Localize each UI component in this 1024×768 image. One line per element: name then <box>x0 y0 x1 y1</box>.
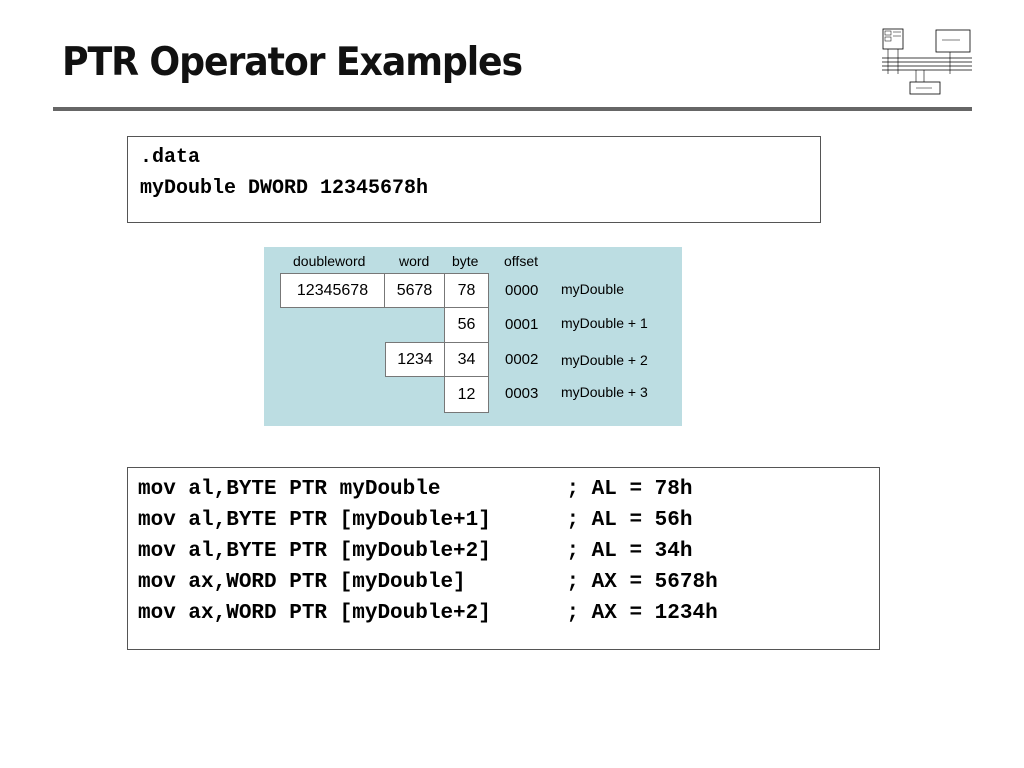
code-line: mov al,BYTE PTR [myDouble+2] ; AL = 34h <box>138 540 693 563</box>
data-declaration-box: .data myDouble DWORD 12345678h <box>127 136 821 223</box>
word-cell-low: 5678 <box>384 273 445 308</box>
code-line: myDouble DWORD 12345678h <box>140 177 429 200</box>
byte-cell: 78 <box>444 273 489 308</box>
word-header: word <box>399 253 430 269</box>
byte-cell: 12 <box>444 376 489 413</box>
code-line: mov ax,WORD PTR [myDouble+2] ; AX = 1234… <box>138 602 718 625</box>
word-cell-high: 1234 <box>385 342 445 377</box>
address-label: myDouble + 2 <box>561 352 648 368</box>
doubleword-header: doubleword <box>293 253 366 269</box>
offset-header: offset <box>504 253 538 269</box>
byte-header: byte <box>452 253 479 269</box>
instruction-examples-box: mov al,BYTE PTR myDouble ; AL = 78h mov … <box>127 467 880 650</box>
doubleword-cell: 12345678 <box>280 273 385 308</box>
byte-cell: 56 <box>444 307 489 343</box>
byte-cell: 34 <box>444 342 489 377</box>
address-label: myDouble + 1 <box>561 315 648 331</box>
offset-value: 0003 <box>505 385 539 402</box>
code-line: mov al,BYTE PTR [myDouble+1] ; AL = 56h <box>138 509 693 532</box>
address-label: myDouble + 3 <box>561 384 648 400</box>
code-line: mov ax,WORD PTR [myDouble] ; AX = 5678h <box>138 571 718 594</box>
slide-title: PTR Operator Examples <box>62 40 523 85</box>
memory-layout-diagram: doubleword word byte offset 12345678 567… <box>264 247 682 426</box>
computer-architecture-diagram-icon <box>882 28 972 95</box>
title-divider <box>53 107 972 111</box>
offset-value: 0001 <box>505 316 539 333</box>
code-line: mov al,BYTE PTR myDouble ; AL = 78h <box>138 478 693 501</box>
address-label: myDouble <box>561 281 625 297</box>
offset-value: 0002 <box>505 351 539 368</box>
offset-value: 0000 <box>505 282 539 299</box>
code-line: .data <box>140 146 201 169</box>
